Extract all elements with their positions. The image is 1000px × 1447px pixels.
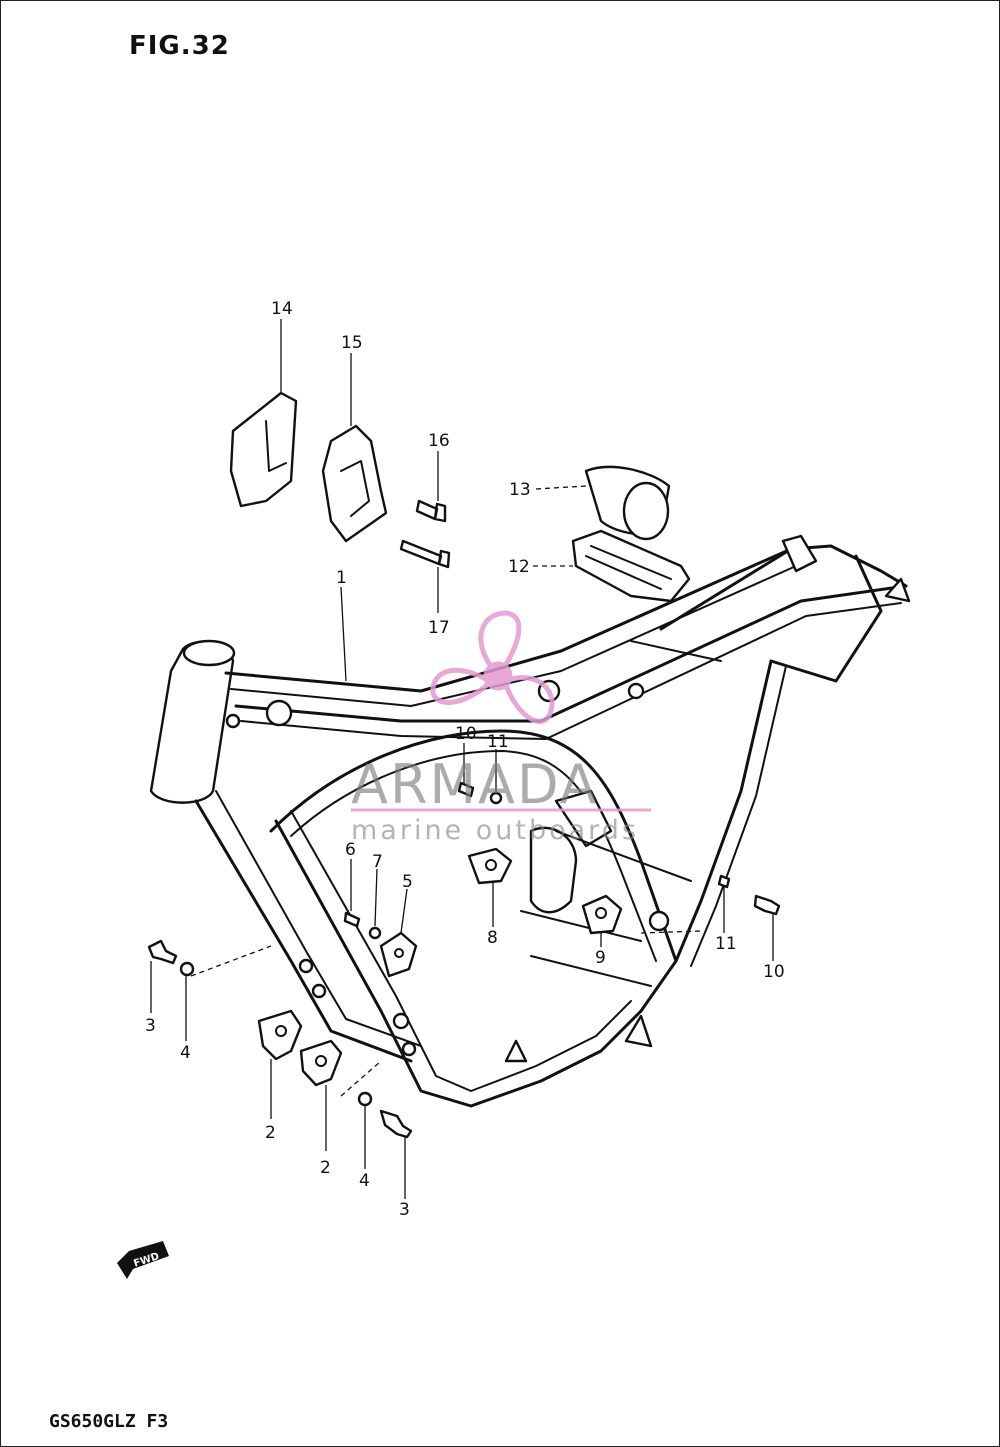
figure-title: FIG.32 — [129, 31, 230, 61]
frame-cover-15 — [321, 424, 388, 543]
bolt-3-left — [147, 939, 178, 965]
watermark: ARMADA marine outboards — [351, 610, 651, 846]
mount-plate-9-hole — [595, 907, 607, 919]
mount-plate-8-hole — [485, 859, 497, 871]
front-direction-marker: FWD — [117, 1241, 169, 1279]
rear-hook — [884, 577, 911, 603]
engine-mount-lug-2 — [225, 713, 241, 729]
engine-mount-lug-1 — [265, 699, 293, 727]
callout-4-left: 4 — [180, 1043, 191, 1063]
engine-mount-lug-9 — [401, 1041, 417, 1057]
front-arrow-icon — [117, 1241, 169, 1279]
plate-2-left-hole — [275, 1025, 287, 1037]
bolt-3-right — [379, 1109, 413, 1139]
bolt-10-lower — [753, 894, 781, 916]
callout-6: 6 — [345, 840, 356, 860]
frame-cover-15-detail — [340, 460, 370, 517]
watermark-propeller-icon — [430, 610, 555, 724]
rear-down-tube-inner — [690, 665, 787, 967]
callout-15: 15 — [341, 333, 363, 353]
seat-rail — [659, 544, 908, 631]
frame-cover-14 — [229, 391, 298, 508]
callout-1: 1 — [336, 568, 347, 588]
rear-stay — [769, 554, 883, 683]
leader-lines — [150, 319, 774, 1199]
regulator-12 — [571, 529, 691, 603]
callout-16: 16 — [428, 431, 450, 451]
callout-14: 14 — [271, 299, 293, 319]
bolt-10-upper — [457, 781, 475, 798]
callout-11-lower: 11 — [715, 934, 737, 954]
callout-5: 5 — [402, 872, 413, 892]
plate-2-right — [299, 1039, 343, 1087]
callout-12: 12 — [508, 557, 530, 577]
bolt-6 — [343, 911, 361, 928]
swingarm-pivot-plate — [529, 826, 578, 914]
callout-4-right: 4 — [359, 1171, 370, 1191]
down-tube-rear — [274, 819, 643, 1108]
callout-11-upper: 11 — [487, 732, 509, 752]
callout-2-right: 2 — [320, 1158, 331, 1178]
callout-13: 13 — [509, 480, 531, 500]
nut-11-lower — [717, 874, 731, 889]
model-code: GS650GLZ F3 — [49, 1411, 169, 1432]
engine-mount-lug-8 — [392, 1012, 410, 1030]
callout-7: 7 — [372, 852, 383, 872]
cross-member-1 — [520, 910, 642, 942]
callout-3-right: 3 — [399, 1200, 410, 1220]
top-tube-left-inner — [230, 565, 797, 707]
cradle-loop — [269, 729, 678, 1013]
steering-head-cap — [182, 639, 236, 667]
top-tube-right — [234, 584, 908, 723]
frame-cover-14-detail — [265, 420, 287, 472]
plate-2-right-hole — [315, 1055, 327, 1067]
bolt-17 — [399, 539, 451, 569]
cross-member-4 — [630, 640, 722, 662]
nut-4-left — [179, 961, 195, 977]
callout-9: 9 — [595, 948, 606, 968]
cross-member-2 — [530, 955, 652, 987]
bracket-b — [624, 1014, 653, 1048]
engine-mount-lug-7 — [311, 983, 327, 999]
watermark-tagline: marine outboards — [351, 815, 639, 846]
bracket-a — [504, 1039, 528, 1063]
bracket-c — [781, 534, 818, 573]
callout-labels: 14 15 16 17 13 12 1 10 11 6 7 5 8 9 11 1… — [145, 299, 785, 1220]
callout-3-left: 3 — [145, 1016, 156, 1036]
mount-plate-8 — [467, 847, 513, 885]
callout-2-left: 2 — [265, 1123, 276, 1143]
bolt-16 — [415, 499, 447, 523]
engine-mount-lug-6 — [298, 958, 314, 974]
down-tube-rear-inner — [290, 810, 632, 1092]
callout-17: 17 — [428, 618, 450, 638]
cross-member-3 — [555, 830, 692, 882]
washer-7 — [368, 926, 382, 940]
down-tube-front-inner — [215, 790, 422, 1047]
mount-plate-5 — [379, 931, 418, 978]
center-gusset — [554, 789, 613, 848]
nut-4-right — [357, 1091, 373, 1107]
engine-mount-lug-4 — [627, 682, 645, 700]
horn-13-face — [622, 481, 670, 541]
callout-8: 8 — [487, 928, 498, 948]
regulator-12-fins — [585, 545, 672, 590]
engine-mount-lug-5 — [648, 910, 670, 932]
steering-head — [149, 640, 235, 804]
down-tube-front — [194, 799, 413, 1063]
watermark-brand: ARMADA — [351, 753, 599, 816]
mount-plate-5-hole — [394, 948, 404, 958]
callout-10-lower: 10 — [763, 962, 785, 982]
mount-plate-9 — [581, 894, 623, 935]
callout-10-upper: 10 — [455, 724, 477, 744]
